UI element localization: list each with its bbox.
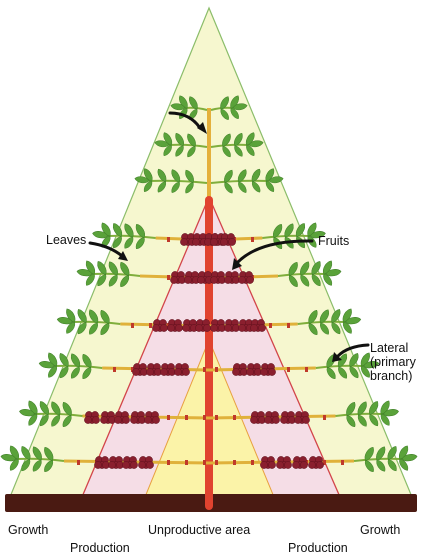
coffee-cherry-icon	[160, 363, 175, 375]
coffee-cherry-icon	[264, 411, 279, 423]
branch-node	[233, 460, 236, 465]
coffee-cherry-icon	[280, 411, 295, 423]
branch-node	[287, 367, 290, 372]
branch-node	[167, 415, 170, 420]
coffee-cherry-icon	[210, 319, 225, 331]
branch-node	[305, 367, 308, 372]
coffee-cherry-icon	[260, 456, 275, 468]
branch-node	[215, 415, 218, 420]
unproductive-area-label: Unproductive area	[148, 523, 250, 537]
coffee-cherry-icon	[152, 319, 167, 331]
coffee-cherry-icon	[114, 411, 129, 423]
branch-node	[269, 323, 272, 328]
branch-node	[185, 415, 188, 420]
branch-node	[341, 460, 344, 465]
branch-node	[215, 460, 218, 465]
coffee-cherry-icon	[224, 271, 239, 283]
coffee-cherry-icon	[84, 411, 99, 423]
coffee-cherry-icon	[174, 363, 189, 375]
production-label-left: Production	[70, 541, 130, 555]
coffee-cherry-icon	[276, 456, 291, 468]
branch-node	[203, 367, 206, 372]
branch-node	[167, 275, 170, 280]
coffee-cherry-icon	[108, 456, 123, 468]
coffee-cherry-icon	[210, 271, 225, 283]
branch-node	[131, 323, 134, 328]
fruits-label: Fruits	[318, 234, 349, 248]
coffee-cherry-icon	[308, 456, 323, 468]
coffee-cherry-icon	[138, 456, 153, 468]
branch-node	[215, 367, 218, 372]
branch-node	[77, 460, 80, 465]
lateral-branch-label: Lateral (primary branch)	[370, 341, 422, 383]
coffee-cherry-icon	[184, 271, 199, 283]
coffee-cherry-icon	[100, 411, 115, 423]
growth-label-left: Growth	[8, 523, 48, 537]
growth-label-right: Growth	[360, 523, 400, 537]
branch-node	[113, 367, 116, 372]
lateral-label-line3: branch)	[370, 369, 422, 383]
coffee-cherry-icon	[250, 411, 265, 423]
coffee-cherry-icon	[146, 363, 161, 375]
coffee-cherry-icon	[182, 319, 197, 331]
coffee-cherry-icon	[224, 319, 239, 331]
coffee-cherry-icon	[238, 271, 253, 283]
coffee-cherry-icon	[250, 319, 265, 331]
coffee-cherry-icon	[195, 319, 210, 331]
coffee-cherry-icon	[132, 363, 147, 375]
coffee-cherry-icon	[144, 411, 159, 423]
branch-node	[203, 460, 206, 465]
coffee-cherry-icon	[94, 456, 109, 468]
lateral-label-line2: (primary	[370, 355, 422, 369]
coffee-cherry-icon	[294, 411, 309, 423]
branch-node	[251, 460, 254, 465]
coffee-cherry-icon	[232, 363, 247, 375]
branch-node	[233, 415, 236, 420]
coffee-cherry-icon	[170, 271, 185, 283]
coffee-cherry-icon	[220, 233, 235, 245]
coffee-cherry-icon	[292, 456, 307, 468]
coffee-cherry-icon	[122, 456, 137, 468]
lateral-label-line1: Lateral	[370, 341, 422, 355]
coffee-cherry-icon	[167, 319, 182, 331]
coffee-cherry-icon	[197, 271, 212, 283]
coffee-cherry-icon	[246, 363, 261, 375]
branch-node	[287, 323, 290, 328]
branch-node	[203, 415, 206, 420]
branch-node	[167, 460, 170, 465]
coffee-cherry-icon	[130, 411, 145, 423]
production-label-right: Production	[288, 541, 348, 555]
branch-node	[167, 237, 170, 242]
branch-node	[251, 237, 254, 242]
coffee-cherry-icon	[260, 363, 275, 375]
branch-node	[323, 415, 326, 420]
leaves-label: Leaves	[46, 233, 86, 247]
branch-node	[185, 460, 188, 465]
branch-node	[149, 323, 152, 328]
